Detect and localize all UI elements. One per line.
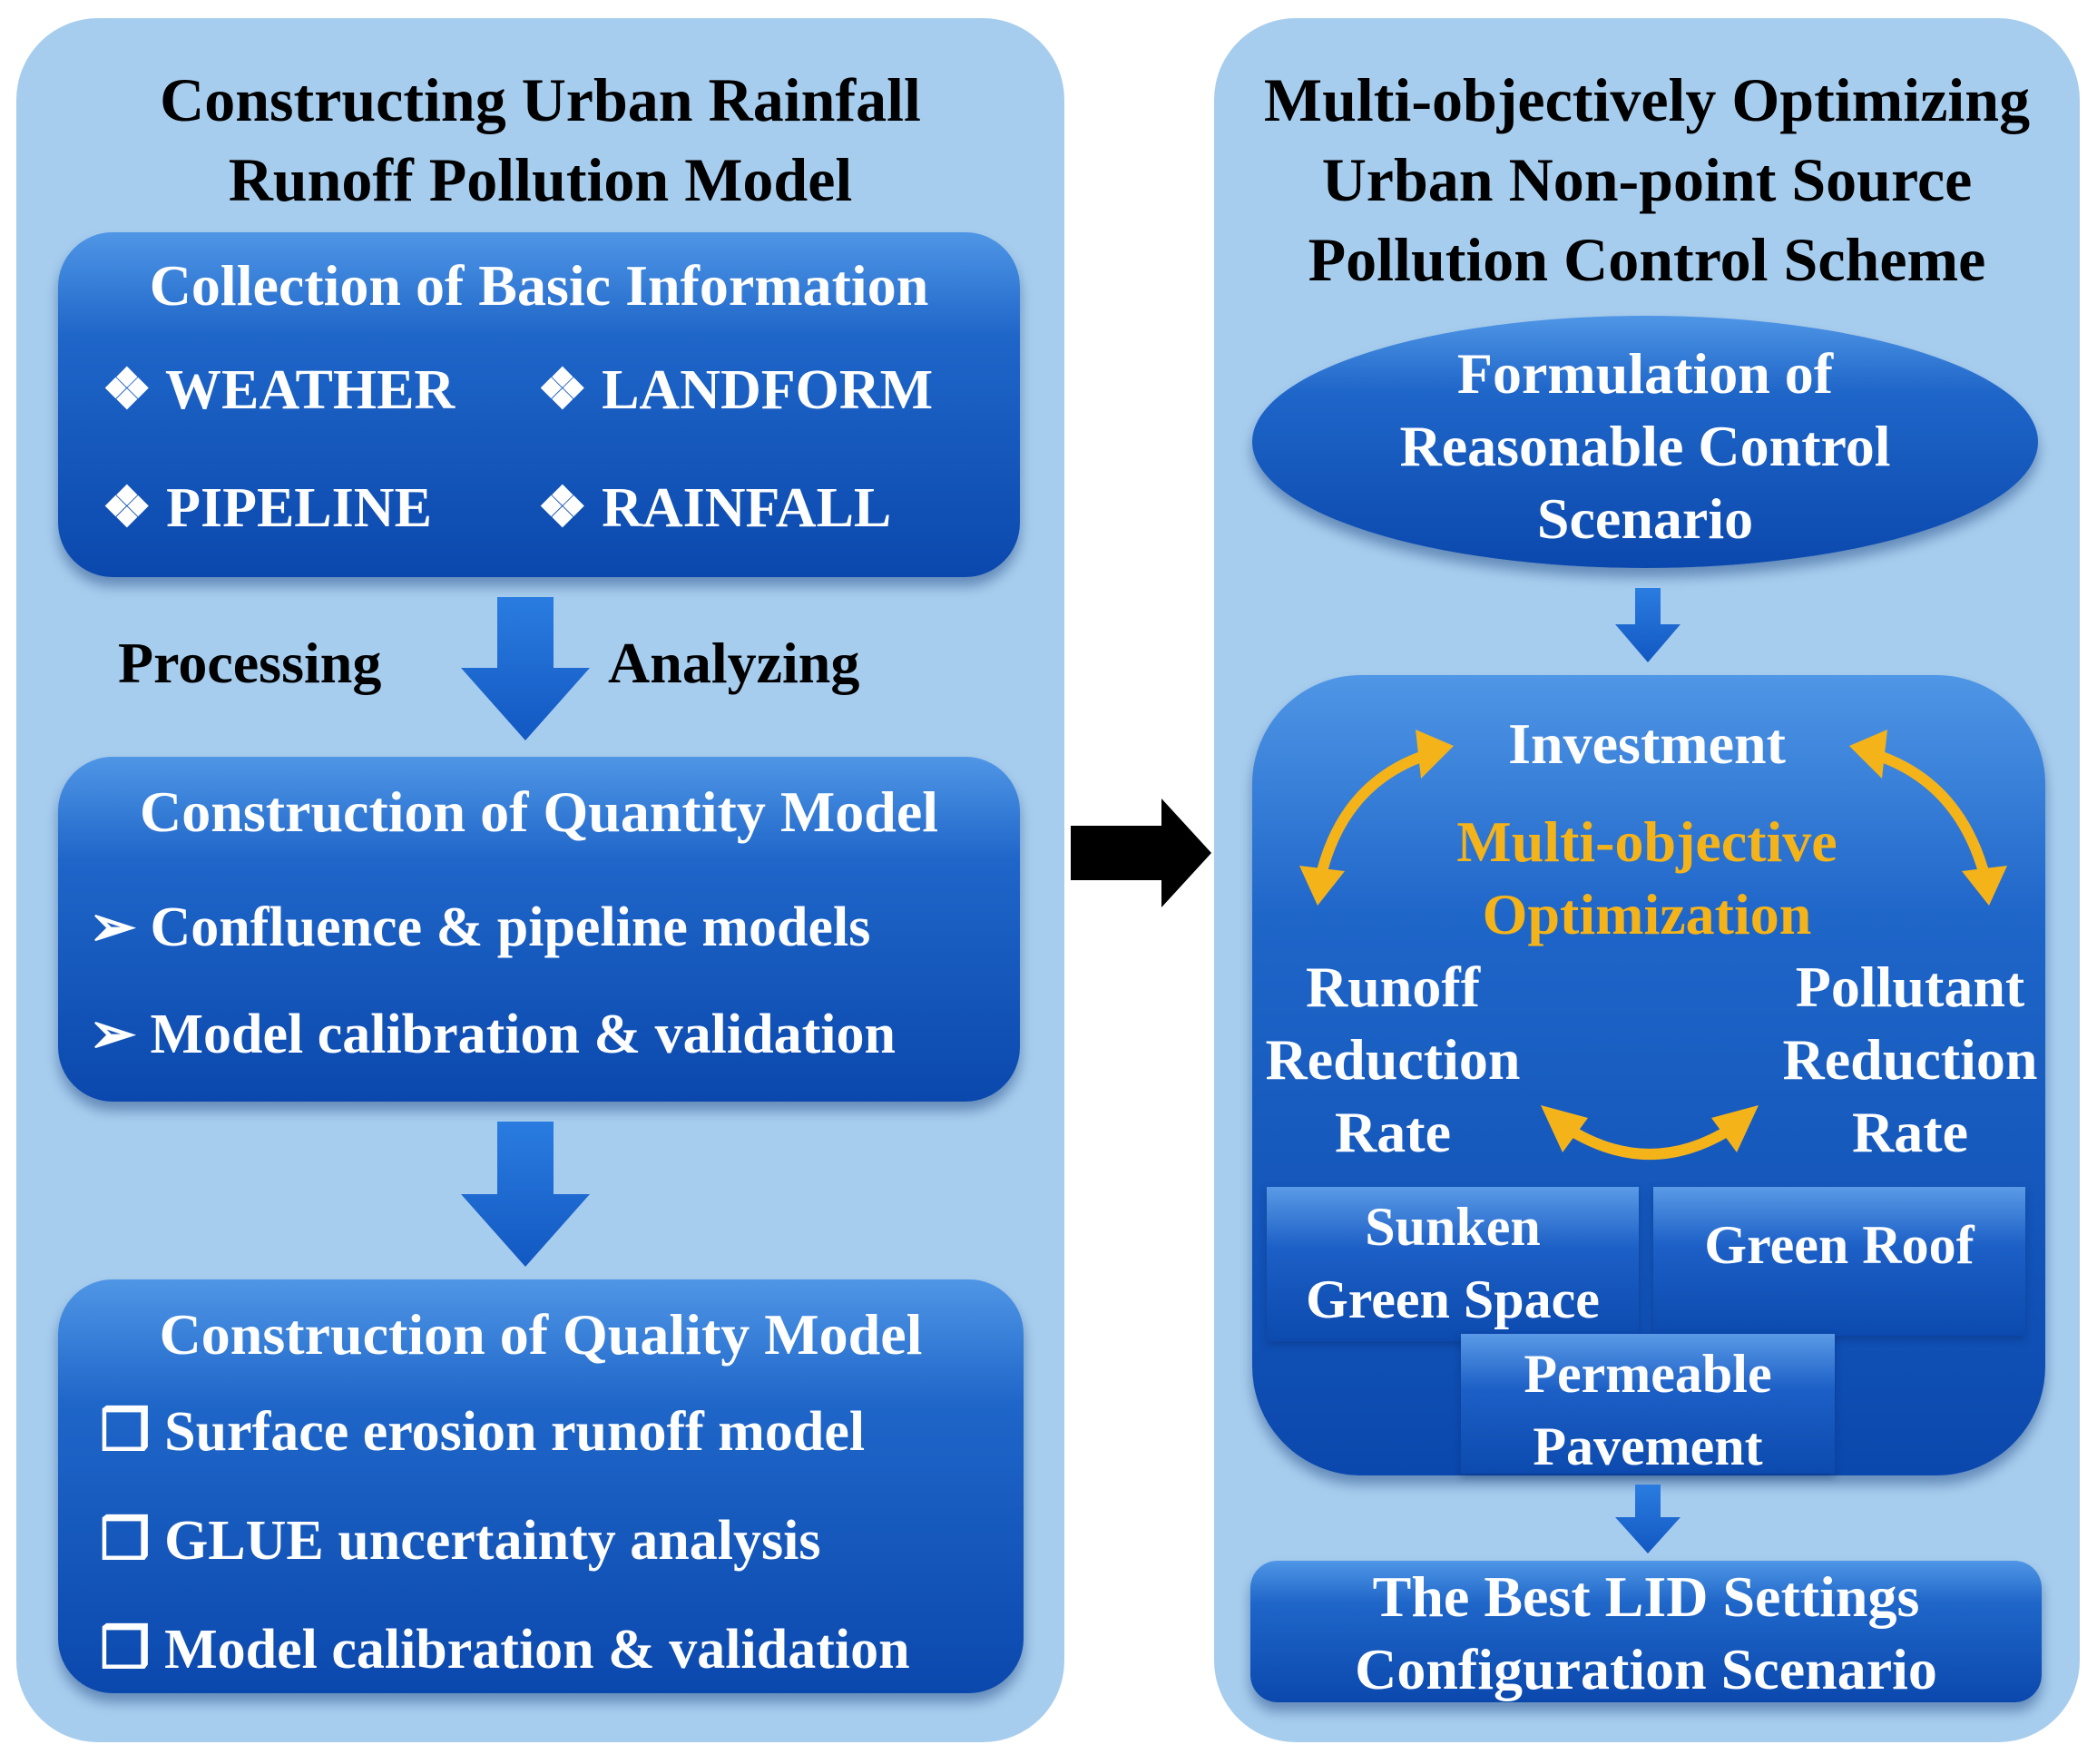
pollutant-line1: Pollutant [1795,955,2025,1019]
sunken-line2: Green Space [1306,1269,1600,1329]
tradeoff-arrowhead-left-bottom [1299,866,1345,906]
tradeoff-arrowhead-bottom-right [1711,1105,1759,1152]
processing-label: Processing [118,631,382,695]
quality-item-3: ❒ Model calibration & validation [100,1619,910,1681]
runoff-line1: Runoff [1305,955,1481,1019]
best-lid-text: The Best LID Settings Configuration Scen… [1250,1561,2042,1706]
pollutant-line2: Reduction [1782,1027,2038,1092]
permeable-pavement-cell: Permeable Pavement [1461,1334,1835,1476]
right-title-line2: Urban Non-point Source [1321,145,1973,214]
tradeoff-arrowhead-left-top [1416,730,1454,779]
left-title-line2: Runoff Pollution Model [228,145,853,214]
connector-arrow-icon [1071,799,1211,907]
multi-objective-label: Multi-objective Optimization [1416,806,1878,951]
green-roof-cell: Green Roof [1653,1187,2025,1336]
formulation-line1: Formulation of [1456,341,1834,406]
right-panel-title: Multi-objectively Optimizing Urban Non-p… [1214,60,2080,299]
quality-item-1: ❒ Surface erosion runoff model [100,1401,866,1463]
multi-objective-line1: Multi-objective [1456,809,1837,874]
right-title-line1: Multi-objectively Optimizing [1263,65,2031,134]
runoff-line2: Reduction [1265,1027,1521,1092]
pipeline-item: ❖ PIPELINE [102,477,432,539]
runoff-reduction-label: Runoff Reduction Rate [1252,951,1534,1169]
formulation-ellipse [1252,316,2038,568]
analyzing-label: Analyzing [608,631,860,695]
landform-item: ❖ LANDFORM [537,359,934,421]
tradeoff-arrowhead-bottom-left [1541,1105,1588,1152]
down-arrow-2 [461,1122,590,1267]
best-lid-line1: The Best LID Settings [1372,1564,1920,1629]
tradeoff-arrowhead-right-top [1849,730,1887,779]
permeable-line1: Permeable [1524,1344,1772,1404]
basic-info-box: Collection of Basic Information ❖ WEATHE… [58,232,1020,577]
pollutant-reduction-label: Pollutant Reduction Rate [1769,951,2051,1169]
quality-model-title: Construction of Quality Model [159,1302,923,1367]
right-title-line3: Pollution Control Scheme [1308,225,1986,294]
tradeoff-arrow-right-icon [1866,748,1991,884]
basic-info-title: Collection of Basic Information [149,253,929,318]
quantity-item-2: ➢ Model calibration & validation [89,1004,896,1065]
investment-label: Investment [1508,711,1786,776]
sunken-line1: Sunken [1365,1197,1541,1257]
tradeoff-arrowhead-right-bottom [1962,866,2007,906]
pollutant-line3: Rate [1852,1100,1968,1164]
down-arrow-1 [461,597,590,740]
weather-item: ❖ WEATHER [102,359,456,421]
best-lid-box [1250,1561,2042,1702]
best-lid-line2: Configuration Scenario [1355,1637,1937,1701]
sunken-green-space-cell: Sunken Green Space [1267,1187,1639,1341]
quality-model-box: Construction of Quality Model ❒ Surface … [58,1279,1024,1693]
left-title-line1: Constructing Urban Rainfall [160,65,921,134]
permeable-line2: Pavement [1533,1416,1763,1476]
quantity-item-1: ➢ Confluence & pipeline models [89,897,871,958]
formulation-line2: Reasonable Control [1399,414,1891,478]
quantity-model-title: Construction of Quantity Model [140,779,938,844]
multi-objective-line2: Optimization [1482,882,1812,946]
formulation-line3: Scenario [1536,486,1754,551]
down-arrow-4 [1615,1485,1681,1553]
tradeoff-arrow-bottom-icon [1557,1120,1742,1160]
quality-item-2: ❒ GLUE uncertainty analysis [100,1510,821,1572]
left-panel-title: Constructing Urban Rainfall Runoff Pollu… [16,60,1064,220]
runoff-line3: Rate [1335,1100,1451,1164]
green-roof-label: Green Roof [1704,1215,1975,1275]
quantity-model-box: Construction of Quantity Model ➢ Conflue… [58,757,1020,1102]
formulation-text: Formulation of Reasonable Control Scenar… [1252,338,2038,555]
down-arrow-3 [1615,588,1681,662]
rainfall-item: ❖ RAINFALL [537,477,892,539]
tradeoff-arrow-left-icon [1315,748,1437,884]
